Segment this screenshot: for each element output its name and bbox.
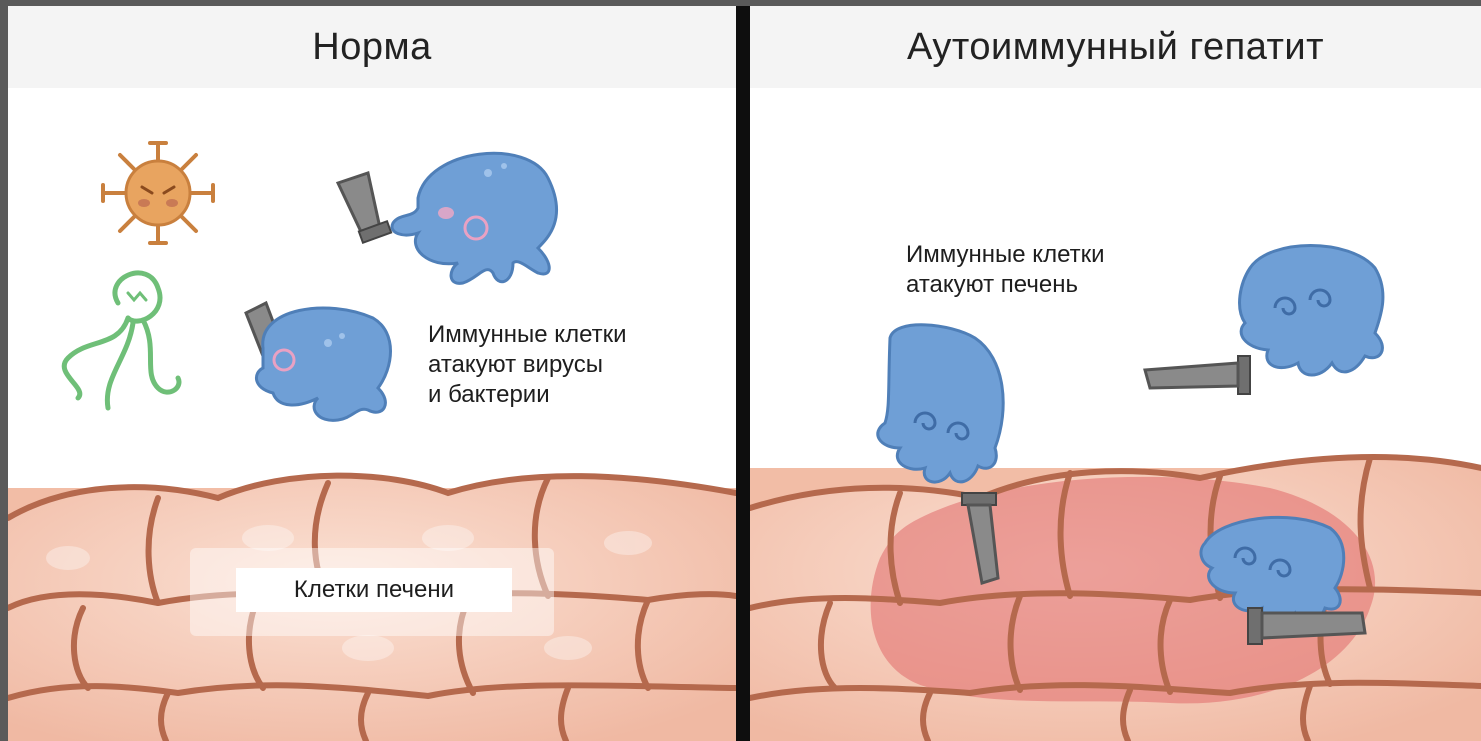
norm-illustration bbox=[8, 88, 736, 741]
diagram: Норма Аутоиммунный гепатит bbox=[8, 6, 1481, 741]
title-autoimmune-hepatitis: Аутоиммунный гепатит bbox=[750, 6, 1481, 88]
bacteria-icon bbox=[64, 273, 179, 408]
virus-icon bbox=[103, 143, 213, 243]
hepatitis-caption: Иммунные клетки атакуют печень bbox=[906, 240, 1105, 300]
norm-caption: Иммунные клетки атакуют вирусы и бактери… bbox=[428, 320, 627, 410]
immune-cell-icon bbox=[338, 153, 557, 283]
hepatitis-illustration bbox=[750, 88, 1481, 741]
panel-autoimmune-hepatitis: Иммунные клетки атакуют печень bbox=[750, 88, 1481, 741]
panel-divider bbox=[736, 6, 750, 741]
liver-tissue bbox=[750, 457, 1481, 741]
panel-norm: Иммунные клетки атакуют вирусы и бактери… bbox=[8, 88, 736, 741]
liver-cells-label: Клетки печени bbox=[236, 568, 512, 612]
title-norm: Норма bbox=[8, 6, 736, 88]
immune-cell-icon bbox=[246, 303, 391, 420]
immune-cell-icon bbox=[1145, 246, 1383, 395]
